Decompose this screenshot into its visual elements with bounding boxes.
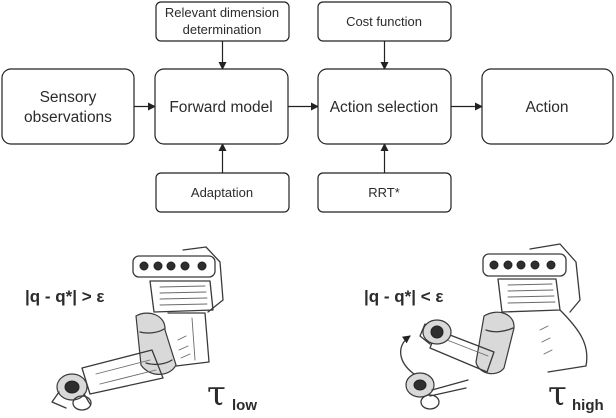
node-action: Action [481, 68, 614, 145]
forward-model-label: Forward model [169, 99, 272, 116]
node-action-selection: Action selection [317, 68, 452, 145]
tau-symbol-low: τ [207, 374, 226, 414]
tau-subscript-low: low [232, 397, 257, 414]
rrt-star-label: RRT* [368, 185, 400, 200]
tau-low-label: τ low [207, 374, 257, 414]
robot-sketch-left [51, 246, 224, 411]
node-adaptation: Adaptation [155, 172, 290, 213]
relevant-label-line2: determination [183, 22, 262, 37]
sensory-label-line2: observations [24, 109, 112, 126]
adaptation-label: Adaptation [191, 185, 253, 200]
flow-arrows [134, 41, 483, 173]
action-label: Action [525, 99, 568, 116]
condition-right: |q - q*| < ε [364, 287, 443, 306]
cost-function-label: Cost function [346, 14, 422, 29]
node-sensory-observations: Sensory observations [1, 68, 135, 145]
relevant-label-line1: Relevant dimension [165, 5, 279, 20]
condition-left: |q - q*| > ε [25, 287, 104, 306]
sensory-label-line1: Sensory [40, 89, 97, 106]
action-selection-label: Action selection [330, 99, 439, 116]
camera-lenses-right [489, 260, 556, 270]
tau-symbol-high: τ [548, 374, 567, 414]
robot-sketch-right [400, 243, 588, 410]
tau-high-label: τ high [548, 374, 604, 414]
node-rrt-star: RRT* [317, 172, 452, 213]
camera-lenses-left [139, 261, 207, 271]
node-relevant-dimension: Relevant dimension determination [155, 1, 290, 42]
tau-subscript-high: high [572, 397, 604, 414]
node-cost-function: Cost function [317, 1, 452, 42]
node-forward-model: Forward model [154, 68, 289, 145]
